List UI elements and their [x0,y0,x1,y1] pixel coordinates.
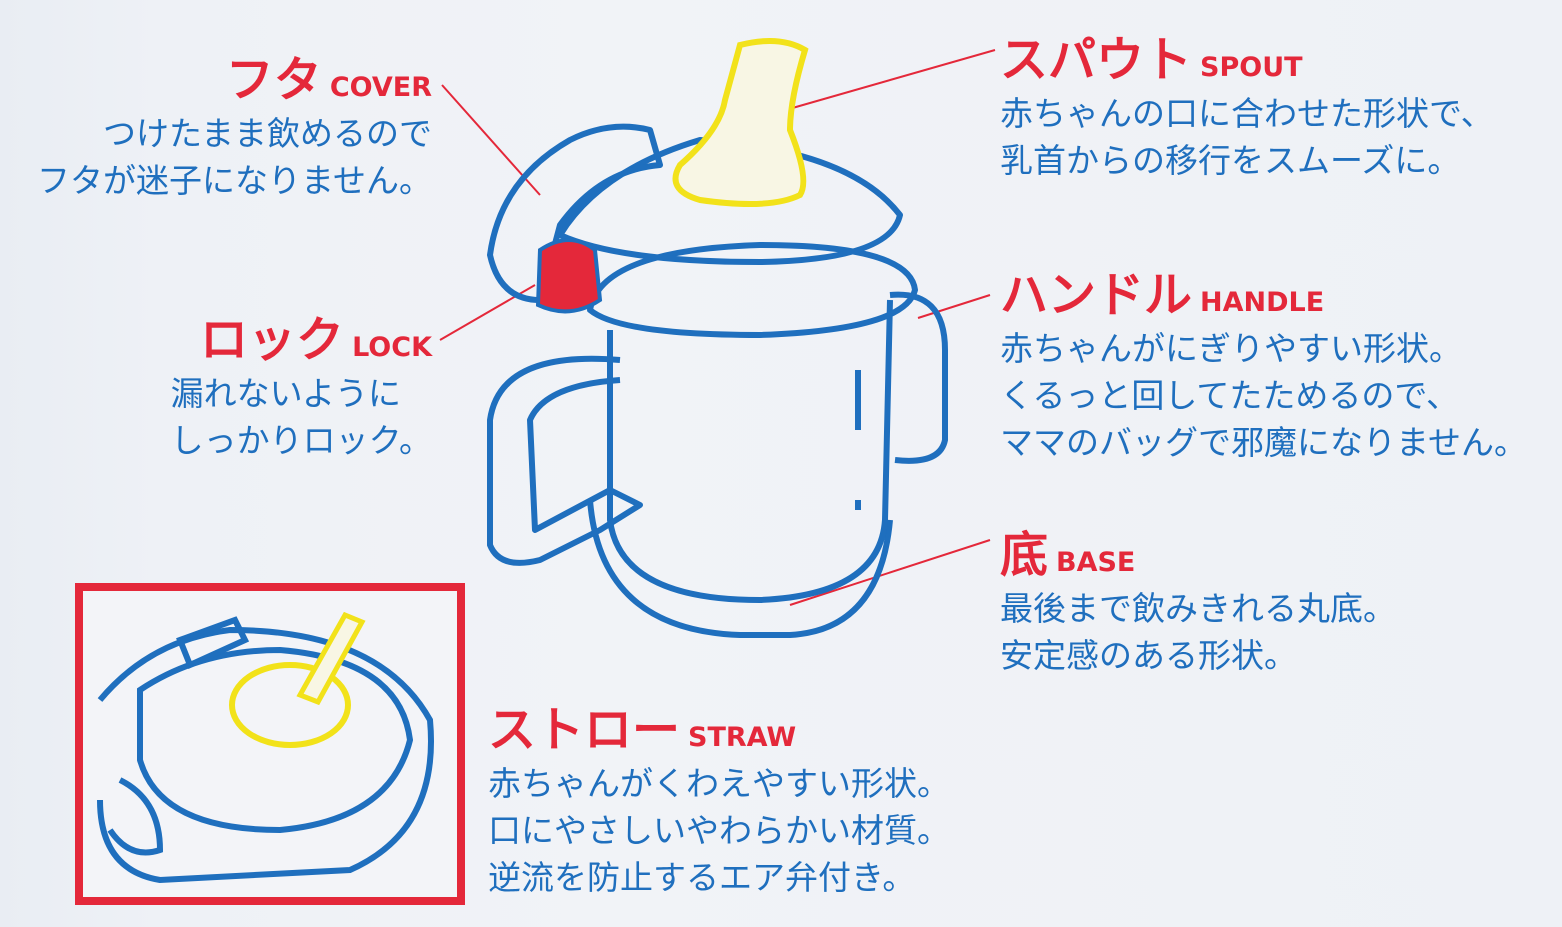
leader-spout [767,49,996,116]
handle-title: ハンドル [1000,267,1193,323]
straw-inset-illustration [97,616,434,884]
spout-title: スパウト [1000,32,1193,88]
handle-line-3: ママのバッグで邪魔になりません。 [1000,423,1528,462]
spout-shape [672,38,809,207]
straw-line-3: 逆流を防止するエア弁付き。 [488,858,916,897]
leader-lock [439,284,536,341]
straw-line-1: 赤ちゃんがくわえやすい形状。 [488,764,950,803]
leader-handle [917,294,991,319]
cup-outline [487,123,948,638]
base-title: 底 [1000,527,1049,583]
cover-title-en: COVER [329,72,432,103]
straw-valve [229,662,351,748]
lock-title: ロック [200,312,345,368]
straw-line-2: 口にやさしいやわらかい材質。 [488,811,950,850]
base-title-en: BASE [1056,547,1136,578]
spout-title-en: SPOUT [1200,52,1303,83]
base-line-1: 最後まで飲みきれる丸底。 [1000,589,1396,628]
cover-title: フタ [225,52,322,108]
straw-title: ストロー [488,702,681,758]
leader-base [789,539,991,606]
cover-line-2: フタが迷子になりません。 [36,161,432,200]
lock-line-1: 漏れないように [170,374,401,413]
cover-line-1: つけたまま飲めるので [102,114,432,153]
base-line-2: 安定感のある形状。 [1000,636,1297,675]
lock-line-2: しっかりロック。 [170,421,432,460]
straw-shape [296,611,366,706]
spout-line-2: 乳首からの移行をスムーズに。 [1000,141,1461,180]
handle-line-1: 赤ちゃんがにぎりやすい形状。 [1000,329,1462,368]
straw-title-en: STRAW [688,722,797,753]
handle-title-en: HANDLE [1200,287,1325,318]
lock-title-en: LOCK [352,332,432,363]
lock-shape [535,238,603,314]
spout-line-1: 赤ちゃんの口に合わせた形状で、 [1000,94,1494,133]
handle-line-2: くるっと回してたためるので、 [1000,376,1460,415]
